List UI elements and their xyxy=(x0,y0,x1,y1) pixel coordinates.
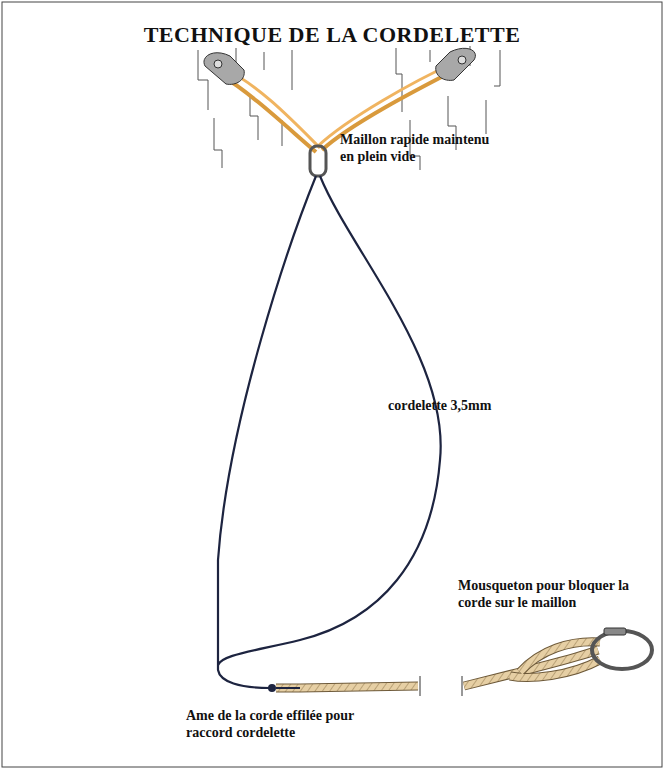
knot xyxy=(268,684,276,692)
rope xyxy=(276,642,600,696)
bolt-hanger xyxy=(204,48,475,84)
diagram-title: TECHNIQUE DE LA CORDELETTE xyxy=(20,22,644,48)
annotation-label: Maillon rapide maintenu en plein vide xyxy=(340,132,505,166)
annotation-label: Mousqueton pour bloquer la corde sur le … xyxy=(458,578,648,612)
annotation-label: Ame de la corde effilée pour raccord cor… xyxy=(186,708,376,742)
carabiner xyxy=(592,631,652,669)
annotation-label: cordelette 3,5mm xyxy=(388,398,548,415)
carabiner-gate xyxy=(604,628,626,635)
quick-link xyxy=(310,146,326,176)
cordelette xyxy=(218,176,441,688)
